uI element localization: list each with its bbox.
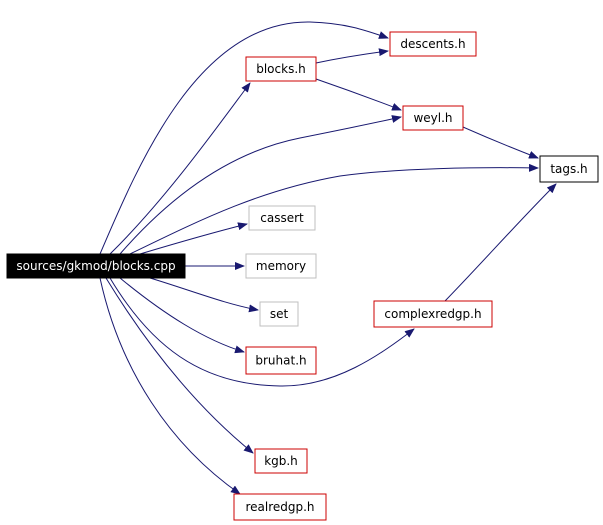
edge-complexredgp-tags <box>444 183 557 302</box>
node-label: tags.h <box>550 162 587 176</box>
edge-src-descents <box>99 21 389 255</box>
node-label: blocks.h <box>256 62 306 76</box>
node-box <box>389 31 477 57</box>
node-label: memory <box>256 259 306 273</box>
node-label: sources/gkmod/blocks.cpp <box>16 259 175 273</box>
node-memory: memory <box>245 253 317 279</box>
node-label: descents.h <box>400 37 465 51</box>
node-complexredgp[interactable]: complexredgp.h <box>373 300 493 328</box>
node-label: bruhat.h <box>255 354 306 368</box>
node-box <box>539 155 599 183</box>
node-realredgp[interactable]: realredgp.h <box>233 493 327 521</box>
node-cassert: cassert <box>248 205 316 231</box>
node-label: cassert <box>260 211 304 225</box>
edge-src-tags <box>129 163 539 255</box>
node-box <box>259 301 299 327</box>
node-blocks[interactable]: blocks.h <box>245 56 317 82</box>
node-box <box>373 300 493 328</box>
edge-src-weyl <box>119 115 402 255</box>
node-kgb[interactable]: kgb.h <box>254 448 308 474</box>
node-box <box>233 493 327 521</box>
edge-src-bruhat <box>119 277 245 354</box>
node-set: set <box>259 301 299 327</box>
edge-src-complexredgp <box>109 277 415 387</box>
node-src: sources/gkmod/blocks.cpp <box>6 253 186 279</box>
edge-weyl-tags <box>462 126 539 159</box>
node-box <box>402 105 464 131</box>
node-label: weyl.h <box>413 111 452 125</box>
edge-src-set <box>149 277 259 313</box>
edge-src-realredgp <box>99 277 241 495</box>
edge-src-kgb <box>105 277 254 454</box>
node-weyl[interactable]: weyl.h <box>402 105 464 131</box>
edge-src-blocks <box>109 82 251 255</box>
edge-blocks-weyl <box>315 78 402 111</box>
node-label: complexredgp.h <box>384 307 481 321</box>
node-bruhat[interactable]: bruhat.h <box>245 346 317 375</box>
node-box <box>6 253 186 279</box>
node-label: kgb.h <box>264 454 298 468</box>
node-box <box>245 56 317 82</box>
edge-src-cassert <box>139 222 248 255</box>
edge-blocks-descents <box>315 48 389 64</box>
node-label: realredgp.h <box>245 500 314 514</box>
node-box <box>254 448 308 474</box>
edges-layer <box>99 21 557 495</box>
node-descents[interactable]: descents.h <box>389 31 477 57</box>
node-box <box>248 205 316 231</box>
node-label: set <box>270 307 289 321</box>
node-tags: tags.h <box>539 155 599 183</box>
node-box <box>245 253 317 279</box>
node-box <box>245 346 317 375</box>
nodes-layer: sources/gkmod/blocks.cpp descents.h blocks… <box>6 31 599 521</box>
